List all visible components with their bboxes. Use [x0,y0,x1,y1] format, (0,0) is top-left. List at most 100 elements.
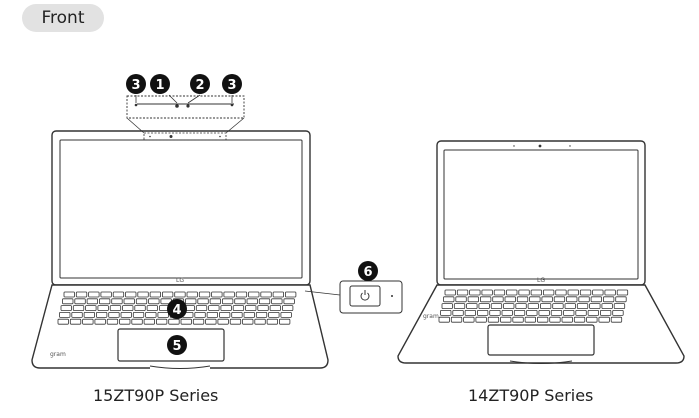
camera-dot [175,104,179,108]
keyboard-key [506,289,518,296]
keyboard-key [564,303,576,310]
camera-area-15 [143,132,227,141]
keyboard-key [195,305,208,312]
keyboard-key [94,318,106,325]
brand-logo-15: LG [176,277,184,284]
keyboard-key [587,309,599,316]
keyboard-key [566,296,578,303]
keyboard-key [493,289,506,296]
zoom-connector [126,117,245,134]
keyboard-key [218,311,231,318]
keyboard-key [198,291,211,298]
keyboard-key [561,316,573,323]
keyboard-key [74,298,86,305]
keyboard-key [148,298,160,305]
keyboard-key [208,305,220,312]
keyboard-key [123,298,135,305]
keyboard-key [603,296,615,303]
badge-camera-led: 2 [190,74,210,94]
keyboard-key [63,291,75,298]
brand-logo-14: LG [537,277,545,284]
keyboard-key [284,291,297,298]
keyboard-key [589,303,601,310]
keyboard-key [616,289,629,296]
keyboard-key [440,309,452,316]
keyboard-key [206,311,219,318]
keyboard-key [530,289,542,296]
keyboard-key [111,298,123,305]
svg-text:3: 3 [227,78,236,93]
keyboard-key [192,318,205,325]
keyboard-key [96,311,108,318]
keyboard-key [260,291,272,298]
gram-logo-14: gram [423,313,439,320]
keyboard-key [455,296,467,303]
keyboard-key [601,303,613,310]
keyboard-key [503,303,515,310]
keyboard-key [540,303,552,310]
keyboard-key [174,291,186,298]
keyboard-key [57,318,69,325]
keyboard-key [246,298,258,305]
keyboard-key [467,296,480,303]
keyboard-key [464,309,477,316]
keyboard-key [541,296,553,303]
keyboard-key [487,316,500,323]
keyboard-key [186,291,198,298]
svg-text:6: 6 [363,265,372,280]
keyboard-key [59,311,71,318]
keyboard-key [72,305,85,312]
keyboard-key [71,311,83,318]
keyboard-key [243,311,255,318]
keyboard-key [155,318,168,325]
keyboard-key [518,289,530,296]
keyboard-key [234,298,246,305]
keyboard-key [100,291,112,298]
keyboard-key [492,296,504,303]
keyboard-key [235,291,248,298]
keyboard-key [271,298,283,305]
keyboard-key [612,309,624,316]
keyboard-key [526,309,538,316]
camera-led-dot [186,104,190,108]
keyboard-key [134,305,146,312]
keyboard-key [280,311,292,318]
keyboard-key [82,318,94,325]
keyboard-key [563,309,575,316]
keyboard-key [576,303,589,310]
keyboard-key [220,305,232,312]
keyboard-key [604,289,616,296]
keyboard-key [555,289,567,296]
keyboard-key [268,311,280,318]
keyboard-key [575,309,587,316]
svg-text:2: 2 [195,78,204,93]
keyboard-key [146,305,159,312]
badge-power-button: 6 [358,261,378,281]
keyboard-key [185,298,197,305]
keyboard-key [62,298,74,305]
keyboard-key [613,303,626,310]
keyboard-key [255,311,268,318]
keyboard-key [209,298,222,305]
badge-keyboard: 4 [167,299,187,319]
keyboard-key [109,305,122,312]
keyboard-key [590,296,602,303]
keyboard-key [157,311,169,318]
badge-camera: 1 [150,74,170,94]
keyboard-key [466,303,478,310]
keyboard-key [512,316,524,323]
keyboard-key [441,303,453,310]
keyboard-key [248,291,260,298]
keyboard-key [550,309,563,316]
badge-touchpad: 5 [167,335,187,355]
keyboard-key [567,289,579,296]
keyboard-key [211,291,223,298]
keyboard-key [221,298,234,305]
keyboard-key [108,311,120,318]
keyboard-key [242,318,254,325]
keyboard-key [223,291,235,298]
keyboard-key [553,296,566,303]
keyboard-key [490,303,503,310]
keyboard-key [88,291,100,298]
keyboard-key [112,291,125,298]
